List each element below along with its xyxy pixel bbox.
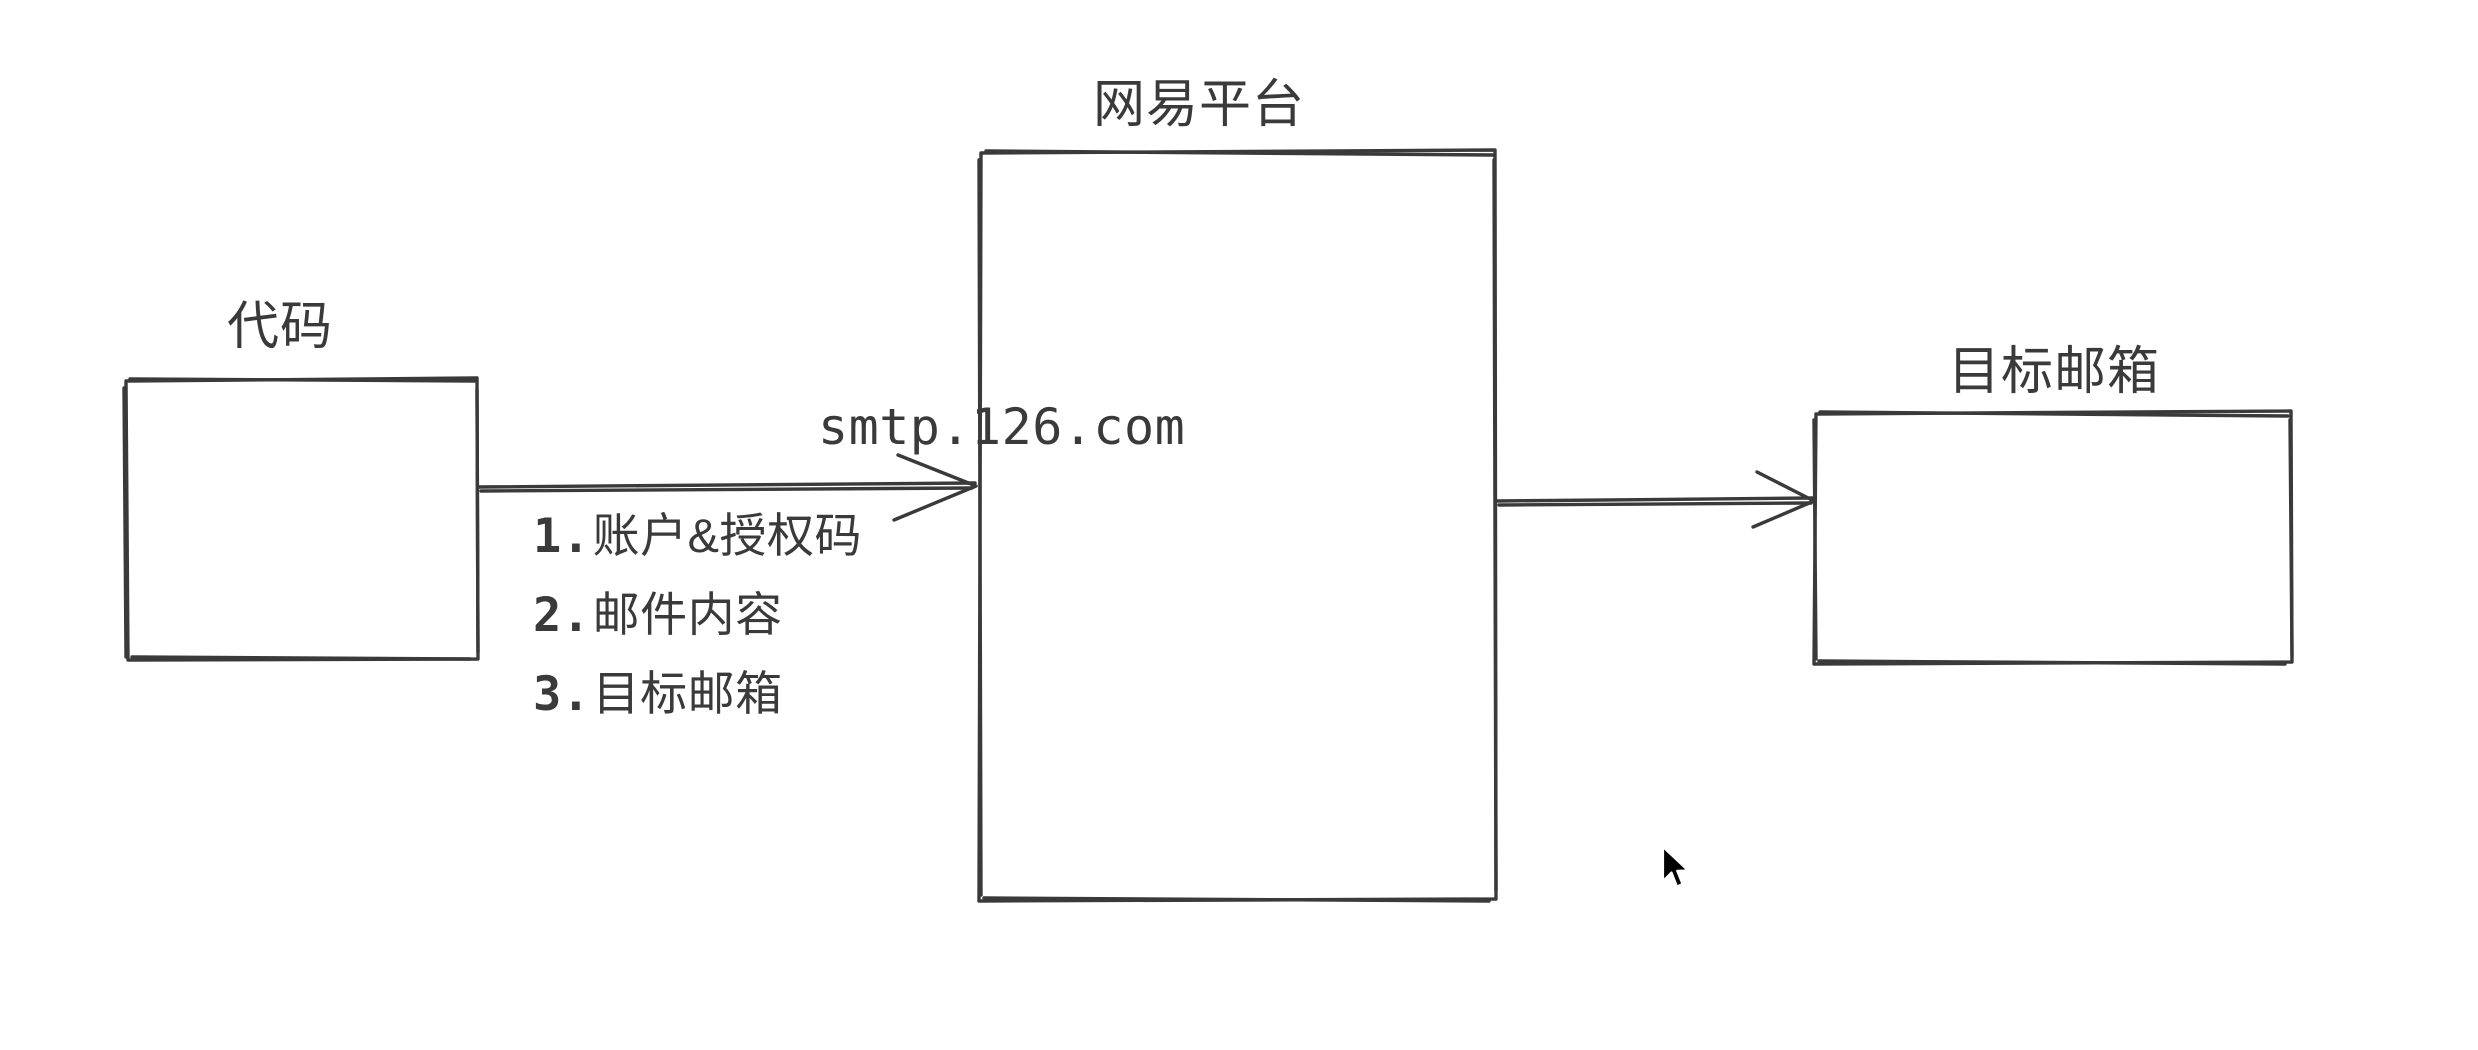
list-item-index: 3. — [533, 667, 591, 722]
list-item-index: 2. — [533, 588, 591, 643]
mouse-pointer-icon — [1661, 845, 1690, 888]
payload-list: 1.账户&授权码 2.邮件内容 3.目标邮箱 — [533, 497, 1133, 734]
list-item-label: 邮件内容 — [592, 588, 783, 641]
node-title-netease: 网易平台 — [1093, 76, 1306, 134]
node-title-target: 目标邮箱 — [1948, 343, 2161, 401]
list-item-label: 账户&授权码 — [592, 509, 862, 562]
list-item: 1.账户&授权码 — [533, 497, 1133, 576]
node-target[interactable] — [1813, 410, 2293, 665]
edge-label-smtp-host: smtp.126.com — [818, 398, 1186, 456]
list-item: 2.邮件内容 — [533, 576, 1133, 655]
list-item-index: 1. — [533, 509, 591, 564]
edge-netease-to-target[interactable] — [1495, 470, 1817, 532]
node-code[interactable] — [124, 377, 480, 661]
list-item-label: 目标邮箱 — [592, 667, 783, 720]
node-title-code: 代码 — [227, 298, 334, 356]
edge-code-to-netease[interactable] — [478, 455, 978, 517]
node-netease[interactable] — [978, 150, 1498, 902]
list-item: 3.目标邮箱 — [533, 655, 1133, 734]
